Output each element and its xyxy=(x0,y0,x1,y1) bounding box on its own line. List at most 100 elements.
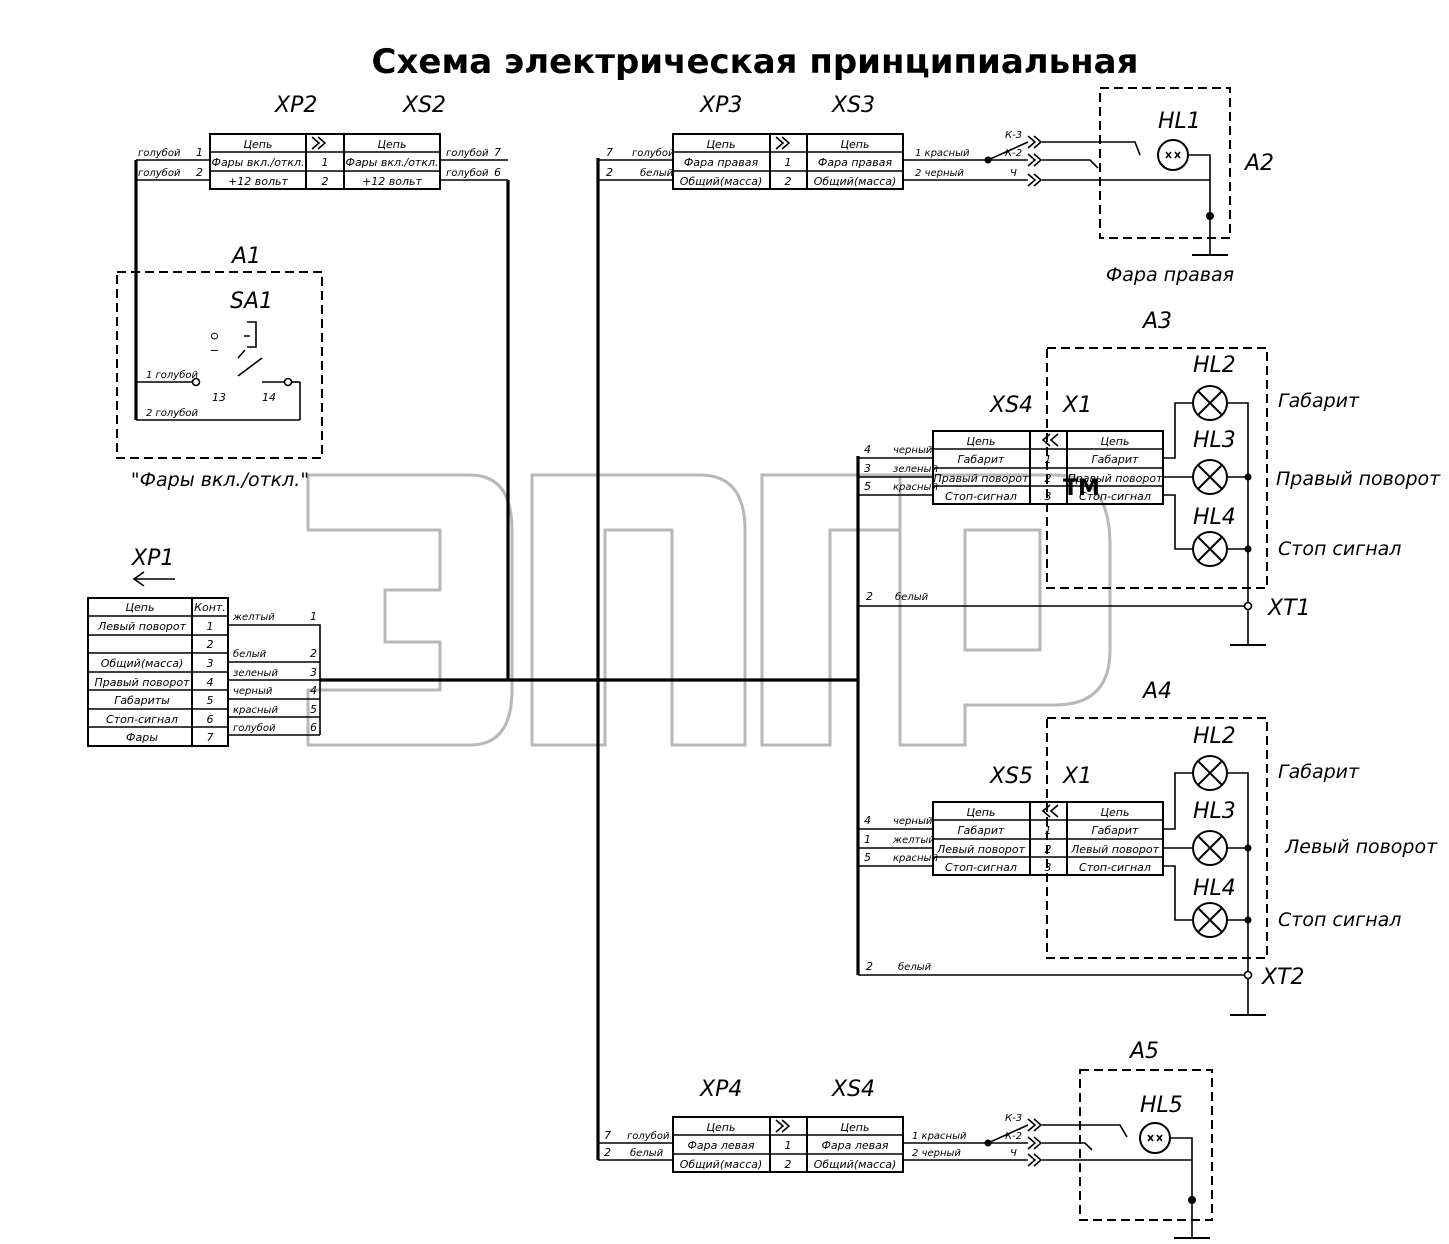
xs5-ref: XS5 xyxy=(989,764,1033,789)
xp3-in-wire-blue: голубой xyxy=(632,147,675,159)
xp1-pin-1: 1 xyxy=(207,620,214,633)
xp2-wire-1: голубой xyxy=(138,147,181,159)
xs4b-lamp-pin-k2: К-2 xyxy=(1005,1131,1022,1142)
xp4-in-wire-blue: голубой xyxy=(627,1130,670,1142)
xs3-out-wire-1: 1 красный xyxy=(915,148,970,159)
xp1-pin-7: 7 xyxy=(207,731,214,744)
a3-wpin-1: 4 xyxy=(864,443,871,456)
a4-x1-row-2: Левый поворот xyxy=(1070,843,1160,856)
sa1-ref: SA1 xyxy=(230,289,273,314)
xp1-wpin-2: 2 xyxy=(310,647,317,660)
sa1-pos-I: I xyxy=(210,349,221,352)
xp3-in-pin-7: 7 xyxy=(606,146,613,159)
xs4b-lamp-pin-k3: К-3 xyxy=(1005,1113,1022,1124)
a4-label-2: Левый поворот xyxy=(1284,836,1438,858)
a3-wpin-2: 3 xyxy=(864,462,871,475)
a4-x1-row-1: Габарит xyxy=(1092,824,1140,837)
xs4b-out-wire-1: 1 красный xyxy=(912,1131,967,1142)
xs4-row-2: Правый поворот xyxy=(933,472,1029,485)
a4-wpin-2: 1 xyxy=(864,833,871,846)
xp1-pin-5: 5 xyxy=(207,694,214,707)
a4-wpin-1: 4 xyxy=(864,814,871,827)
a1-wire-1: 1 голубой xyxy=(146,369,199,381)
xs5-header: Цепь xyxy=(967,806,996,819)
a4-hl2-ref: HL2 xyxy=(1193,724,1236,749)
xs5-row-1: Габарит xyxy=(958,824,1006,837)
xs4b-row-2: Общий(масса) xyxy=(814,1158,897,1171)
xp1-wpin-3: 3 xyxy=(310,666,317,679)
a1-ref: A1 xyxy=(230,244,261,269)
xp2-wpin-2: 2 xyxy=(196,166,203,179)
xp1-pin-3: 3 xyxy=(207,657,214,670)
a4-pin-1: 1 xyxy=(1045,824,1052,837)
xp1-wire-red: красный xyxy=(233,705,278,716)
a3-wire-3: красный xyxy=(893,482,938,493)
a3-hl2-ref: HL2 xyxy=(1193,353,1236,378)
xs3-out-wire-2: 2 черный xyxy=(915,168,964,179)
a3-x1-ref: X1 xyxy=(1062,393,1092,418)
xp2-pin-2: 2 xyxy=(322,175,329,188)
a4-label-3: Стоп сигнал xyxy=(1278,909,1401,931)
a4-ground-wire: белый xyxy=(898,961,932,973)
hl5-ref: HL5 xyxy=(1140,1093,1183,1118)
xs4-row-1: Габарит xyxy=(958,453,1006,466)
xp4-ref: XP4 xyxy=(699,1077,742,1102)
xp3-in-pin-2: 2 xyxy=(606,166,613,179)
sa1-contact-14: 14 xyxy=(262,391,276,404)
xp1-row-3: Общий(масса) xyxy=(101,657,184,670)
a4-ref: A4 xyxy=(1141,679,1172,704)
a3-label-3: Стоп сигнал xyxy=(1278,538,1401,560)
xp3-pin-1: 1 xyxy=(785,156,792,169)
xp1-wire-blue: голубой xyxy=(233,722,276,734)
a3-x1-row-2: Правый поворот xyxy=(1067,472,1163,485)
xp4-header: Цепь xyxy=(707,1121,736,1134)
a3-ground-wire: белый xyxy=(895,591,929,603)
a4-pin-3: 3 xyxy=(1045,861,1052,874)
xs3-lamp-pin-ch: Ч xyxy=(1010,168,1017,179)
xs4b-row-1: Фара левая xyxy=(821,1139,888,1152)
sa1-contact-13: 13 xyxy=(212,391,226,404)
xp1-wire-green: зеленый xyxy=(233,668,278,679)
xp4-in-pin-7: 7 xyxy=(604,1129,611,1142)
xp1-pin-2: 2 xyxy=(207,638,214,651)
xp1-header: Цепь xyxy=(126,601,155,614)
xp2-row-2: +12 вольт xyxy=(228,175,288,188)
xp1-row-6: Стоп-сигнал xyxy=(106,713,178,726)
xp2-row-1: Фары вкл./откл. xyxy=(211,156,304,169)
xp3-row-2: Общий(масса) xyxy=(680,175,763,188)
xp1-wpin-1: 1 xyxy=(310,610,317,623)
xp4-row-2: Общий(масса) xyxy=(680,1158,763,1171)
block-a1-switch: A1 SA1 I O 1 голубой 2 голубой 13 14 "Фа… xyxy=(116,244,323,491)
a3-label-1: Габарит xyxy=(1278,390,1360,412)
a4-wire-1: черный xyxy=(893,816,933,827)
a4-hl3-lamp-icon xyxy=(1192,830,1228,866)
xp2-ref: XP2 xyxy=(274,93,317,118)
watermark-logo: TM xyxy=(306,473,1112,747)
hl1-ref: HL1 xyxy=(1158,109,1201,134)
a3-x1-header: Цепь xyxy=(1101,435,1130,448)
xp4-pin-1: 1 xyxy=(785,1139,792,1152)
xp1-pin-6: 6 xyxy=(207,713,214,726)
xs4b-lamp-pin-ch: Ч xyxy=(1010,1148,1017,1159)
xs2-out-pin-6: 6 xyxy=(494,166,501,179)
switch-sa1-icon xyxy=(191,321,293,387)
xp1-wire-yellow: желтый xyxy=(232,612,275,623)
a3-wpin-3: 5 xyxy=(864,480,871,493)
xs4-header: Цепь xyxy=(967,435,996,448)
xp1-ref: XP1 xyxy=(131,546,174,571)
a3-hl4-ref: HL4 xyxy=(1193,505,1236,530)
xp1-wpin-5: 5 xyxy=(310,703,317,716)
xs4-row-3: Стоп-сигнал xyxy=(945,490,1017,503)
xs2-wire-2: голубой xyxy=(446,167,489,179)
a4-pin-2: 2 xyxy=(1045,843,1052,856)
xs4b-out-wire-2: 2 черный xyxy=(912,1148,961,1159)
a3-hl3-lamp-icon xyxy=(1192,459,1228,495)
block-a2-headlamp-right: A2 HL1 Фара правая xyxy=(1042,87,1274,286)
connector-xp4-xs4: XP4 XS4 Цепь Цепь Фара левая Общий(масса… xyxy=(598,1077,1042,1173)
xs4b-ref: XS4 xyxy=(831,1077,875,1102)
a4-hl4-lamp-icon xyxy=(1192,902,1228,938)
a4-label-1: Габарит xyxy=(1278,761,1360,783)
xs3-header: Цепь xyxy=(841,138,870,151)
a3-hl3-ref: HL3 xyxy=(1193,428,1236,453)
